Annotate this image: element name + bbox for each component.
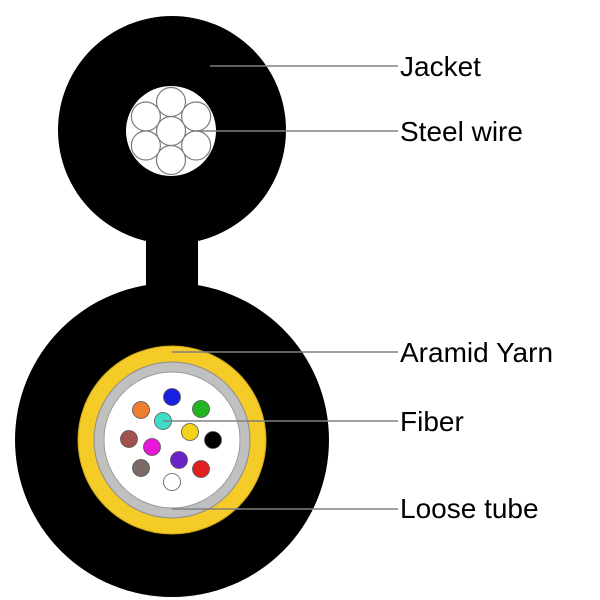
steel-wire-label: Steel wire xyxy=(400,116,523,147)
fiber-blue xyxy=(163,388,181,406)
fiber-violet xyxy=(170,451,188,469)
steel-wire-strand xyxy=(130,130,161,161)
fiber-slate xyxy=(132,459,150,477)
steel-wire-strand xyxy=(181,130,212,161)
steel-wire-strand xyxy=(181,101,212,132)
jacket-label: Jacket xyxy=(400,51,481,82)
fiber-black xyxy=(204,431,222,449)
aramid-yarn-label: Aramid Yarn xyxy=(400,337,554,368)
fiber-brown xyxy=(120,430,138,448)
steel-wire-strand xyxy=(155,86,187,118)
fiber-orange xyxy=(132,401,150,419)
fiber-bundle xyxy=(120,388,222,491)
fiber-label: Fiber xyxy=(400,406,464,437)
fiber-red xyxy=(192,460,210,478)
loose-tube-label: Loose tube xyxy=(400,493,539,524)
fiber-white xyxy=(163,473,181,491)
steel-wire-strand xyxy=(130,101,161,132)
steel-wire-bundle xyxy=(126,86,216,176)
fiber-yellow xyxy=(181,423,199,441)
fiber-rose xyxy=(143,438,161,456)
fiber-green xyxy=(192,400,210,418)
steel-wire-strand xyxy=(155,144,187,176)
leader-lines xyxy=(163,65,398,510)
steel-wire-strand xyxy=(155,115,187,147)
